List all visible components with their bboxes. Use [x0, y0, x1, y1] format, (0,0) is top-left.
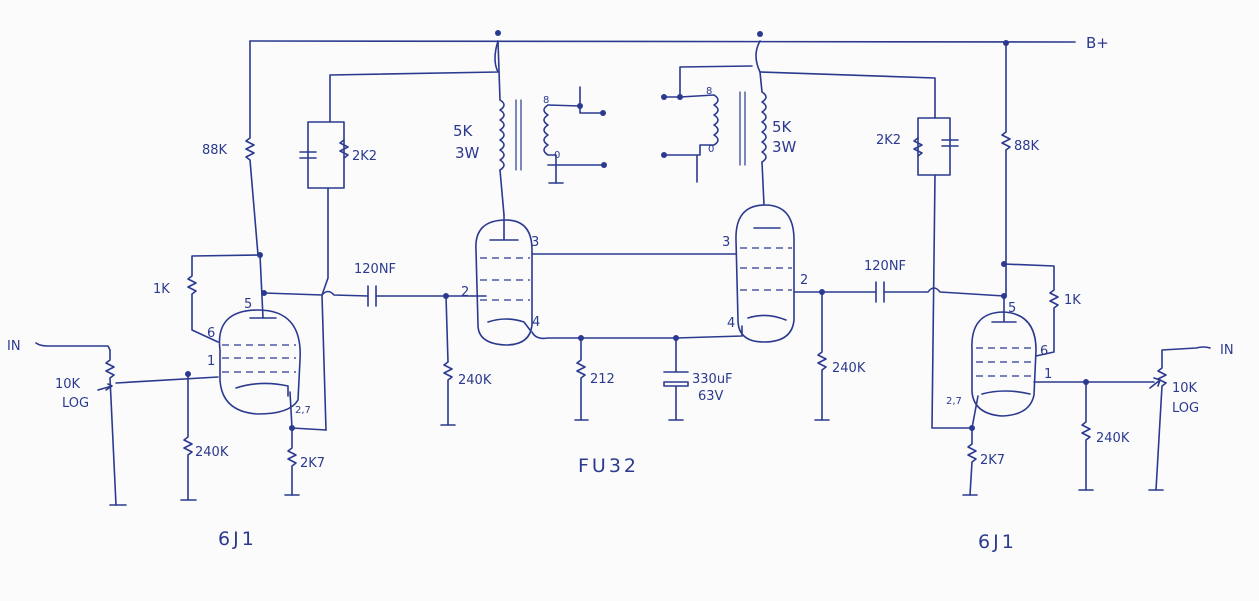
right-tap-8: 8 — [706, 86, 712, 97]
cathode-cap-voltage: 63V — [698, 389, 724, 404]
right-pot — [1155, 346, 1211, 491]
left-input-label: IN — [7, 339, 21, 354]
right-tube-label: 6J1 — [978, 531, 1017, 553]
left-fu32-grid-resistor — [443, 295, 453, 426]
output-tube-label: FU32 — [578, 455, 639, 477]
left-pin-screen: 6 — [207, 326, 215, 341]
left-pot — [105, 349, 117, 506]
right-tap-0: 0 — [708, 144, 714, 155]
left-screen-resistor-label: 1K — [153, 282, 170, 297]
left-feedback-wire — [307, 40, 499, 189]
left-pot-value: 10K — [55, 377, 81, 392]
right-transformer-primary — [761, 91, 767, 163]
left-pin2: 2 — [461, 285, 469, 300]
left-grid-resistor-label: 240K — [195, 445, 229, 460]
cathode-resistor — [576, 337, 586, 421]
bplus-rail — [249, 40, 1076, 43]
right-grid-resistor — [1081, 381, 1091, 491]
right-grid-resistor-label: 240K — [1096, 431, 1130, 446]
cathode-cap-value: 330uF — [692, 372, 733, 387]
right-pin3: 3 — [722, 235, 730, 250]
right-pot-taper: LOG — [1172, 401, 1199, 416]
left-tap-8: 8 — [543, 95, 549, 106]
left-coupling-cap — [367, 285, 377, 307]
right-fu32-envelope — [735, 204, 795, 343]
right-cathode-resistor-label: 2K7 — [980, 453, 1005, 468]
cathode-resistor-label: 212 — [590, 372, 615, 387]
left-grid-resistor — [183, 373, 193, 501]
left-coupling-cap-label: 120NF — [354, 262, 396, 277]
left-cathode-resistor — [287, 427, 297, 496]
left-screen-resistor — [187, 254, 261, 343]
right-coupling-cap-label: 120NF — [864, 259, 906, 274]
right-fu32-grid-resistor — [817, 291, 827, 421]
left-input-wire — [35, 342, 111, 351]
left-transformer-power: 3W — [455, 144, 480, 162]
right-coupling-cap — [875, 281, 885, 303]
right-fu32-grid-label: 240K — [832, 361, 866, 376]
left-plate-resistor — [245, 40, 259, 256]
right-feedback-label: 2K2 — [876, 133, 901, 148]
right-transformer-secondary — [713, 94, 719, 146]
right-pot-value: 10K — [1172, 381, 1198, 396]
bplus-label: B+ — [1086, 34, 1109, 52]
left-tube-label: 6J1 — [218, 528, 257, 550]
left-transformer-primary — [499, 99, 505, 171]
right-pin2: 2 — [800, 273, 808, 288]
right-pin-grid: 1 — [1044, 367, 1052, 382]
right-transformer-imp: 5K — [772, 118, 793, 136]
right-cathode-resistor — [967, 395, 979, 496]
left-pin3: 3 — [531, 235, 539, 250]
left-plate-output-wire — [263, 290, 369, 297]
left-fu32-grid-label: 240K — [458, 373, 492, 388]
left-pot-taper: LOG — [62, 396, 89, 411]
left-plate-resistor-label: 88K — [202, 143, 228, 158]
right-plate-resistor-label: 88K — [1014, 139, 1040, 154]
right-input-label: IN — [1220, 343, 1234, 358]
right-screen-resistor — [1003, 263, 1059, 357]
left-tube-envelope — [218, 309, 301, 415]
left-pin4: 4 — [532, 315, 540, 330]
right-pin-screen: 6 — [1040, 344, 1048, 359]
left-tap-0: 0 — [554, 150, 560, 161]
left-cathode-resistor-label: 2K7 — [300, 456, 325, 471]
left-plate-wire — [259, 254, 264, 319]
right-feedback-wire — [917, 117, 951, 176]
right-plate-resistor — [1001, 42, 1011, 297]
right-screen-resistor-label: 1K — [1064, 293, 1081, 308]
left-feedback-label: 2K2 — [352, 149, 377, 164]
right-pin-plate: 5 — [1008, 301, 1016, 316]
left-transformer-secondary — [543, 104, 549, 156]
left-pin-plate: 5 — [244, 297, 252, 312]
cathode-capacitor — [663, 337, 689, 421]
left-pin-grid: 1 — [207, 354, 215, 369]
left-pin-cathode: 2,7 — [295, 405, 311, 416]
right-tube-envelope — [971, 311, 1037, 417]
right-pin-cathode: 2,7 — [946, 396, 962, 407]
right-transformer-power: 3W — [772, 138, 797, 156]
left-fu32-envelope — [475, 219, 533, 346]
right-pin4: 4 — [727, 316, 735, 331]
left-transformer-imp: 5K — [453, 122, 474, 140]
cathode-interconnect — [531, 325, 743, 340]
